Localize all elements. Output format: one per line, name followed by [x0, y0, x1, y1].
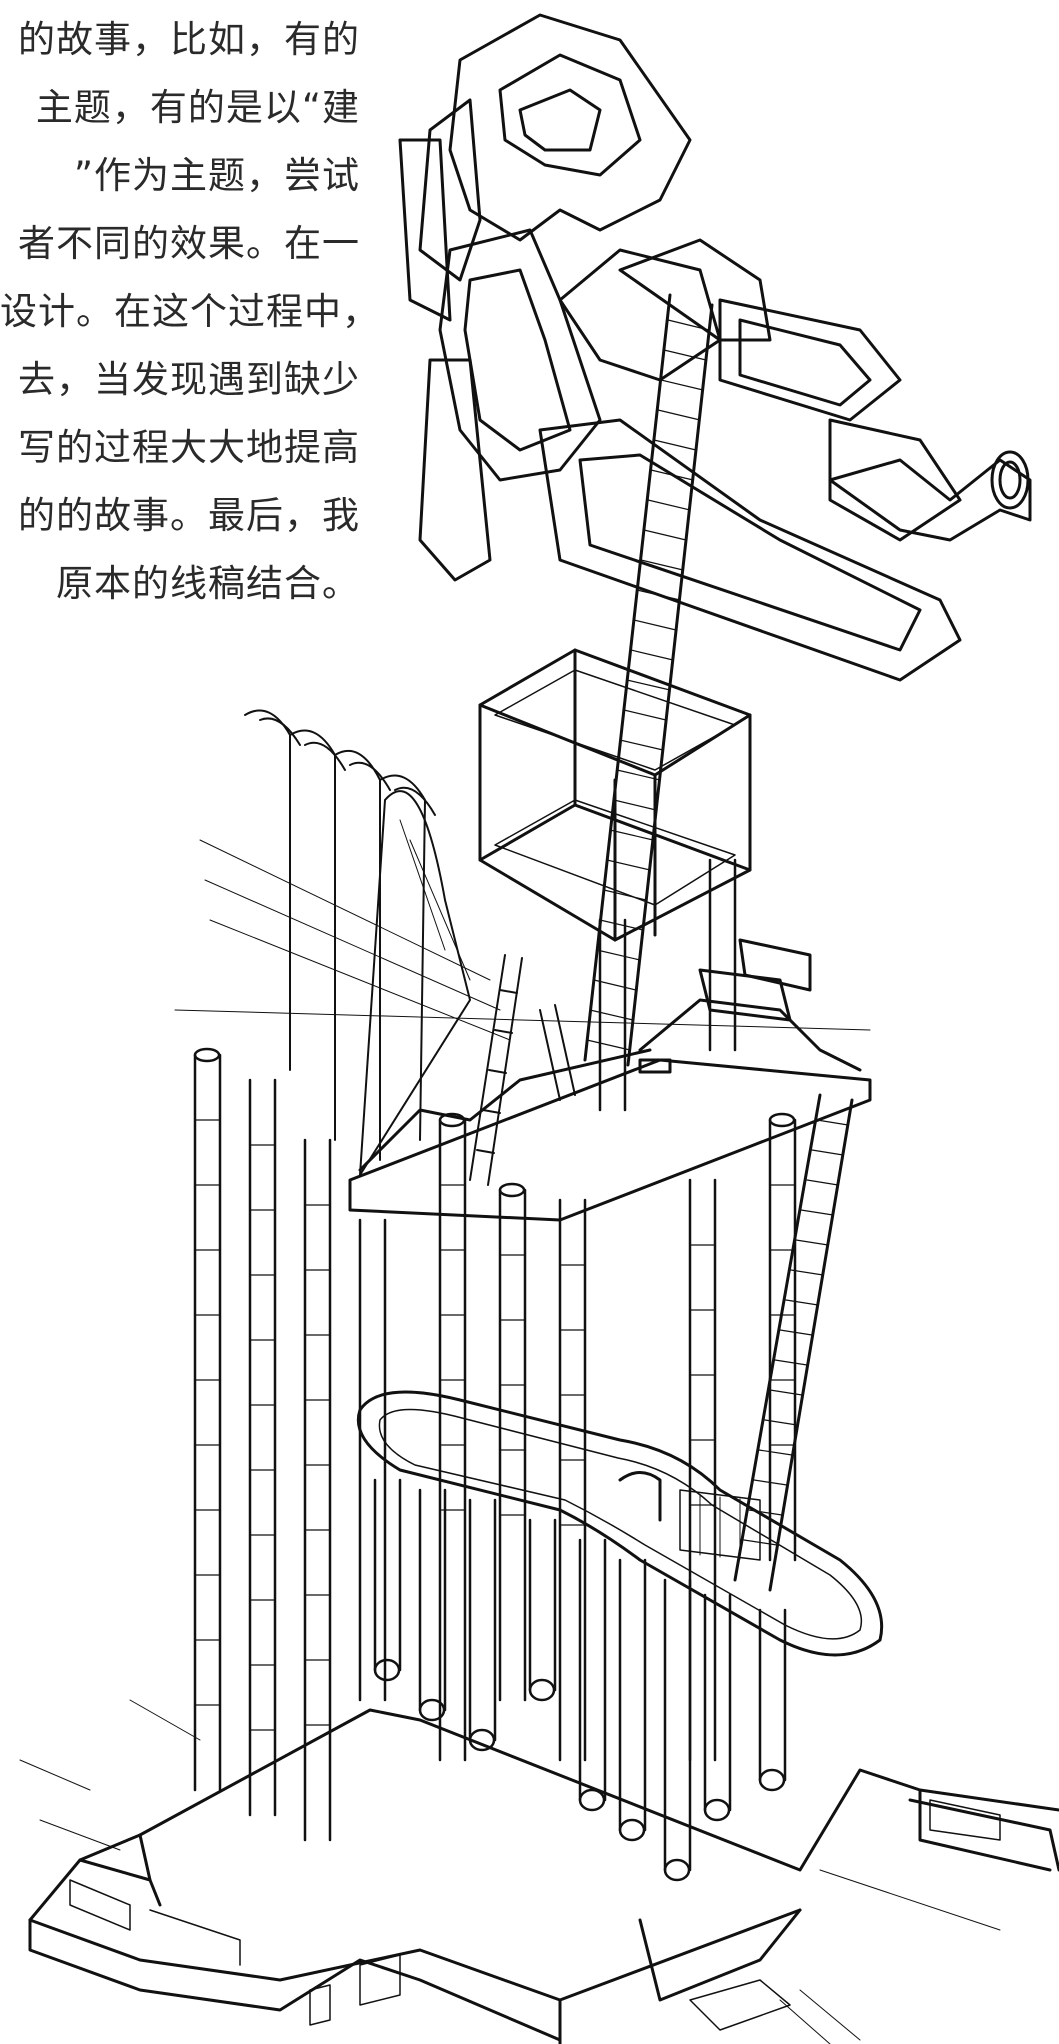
- robot-head: [400, 15, 1030, 680]
- text-line: ”作为主题，尝试: [73, 154, 360, 197]
- right-ladder: [735, 1095, 852, 1590]
- columns: [195, 860, 795, 1840]
- mid-platform: [350, 940, 870, 1220]
- text-line: 设计。在这个过程中，: [0, 290, 380, 333]
- ground-base: [20, 1700, 1059, 2044]
- text-line: 写的过程大大地提高: [18, 426, 360, 469]
- oval-platform: [358, 1392, 881, 1655]
- small-ladders: [470, 955, 575, 1185]
- curved-roof: [175, 711, 870, 1176]
- cube-frame: [480, 650, 750, 940]
- paragraph-text: 的故事，比如，有的 主题，有的是以“建 ”作为主题，尝试 者不同的效果。在一 设…: [0, 6, 380, 618]
- hanging-pipes: [375, 1480, 785, 1880]
- text-line: 去，当发现遇到缺少: [18, 358, 360, 401]
- text-line: 者不同的效果。在一: [18, 222, 360, 265]
- text-line: 的故事，比如，有的: [18, 18, 360, 61]
- text-line: 原本的线稿结合。: [56, 562, 360, 605]
- text-line: 主题，有的是以“建: [35, 86, 360, 129]
- text-line: 的的故事。最后，我: [18, 494, 360, 537]
